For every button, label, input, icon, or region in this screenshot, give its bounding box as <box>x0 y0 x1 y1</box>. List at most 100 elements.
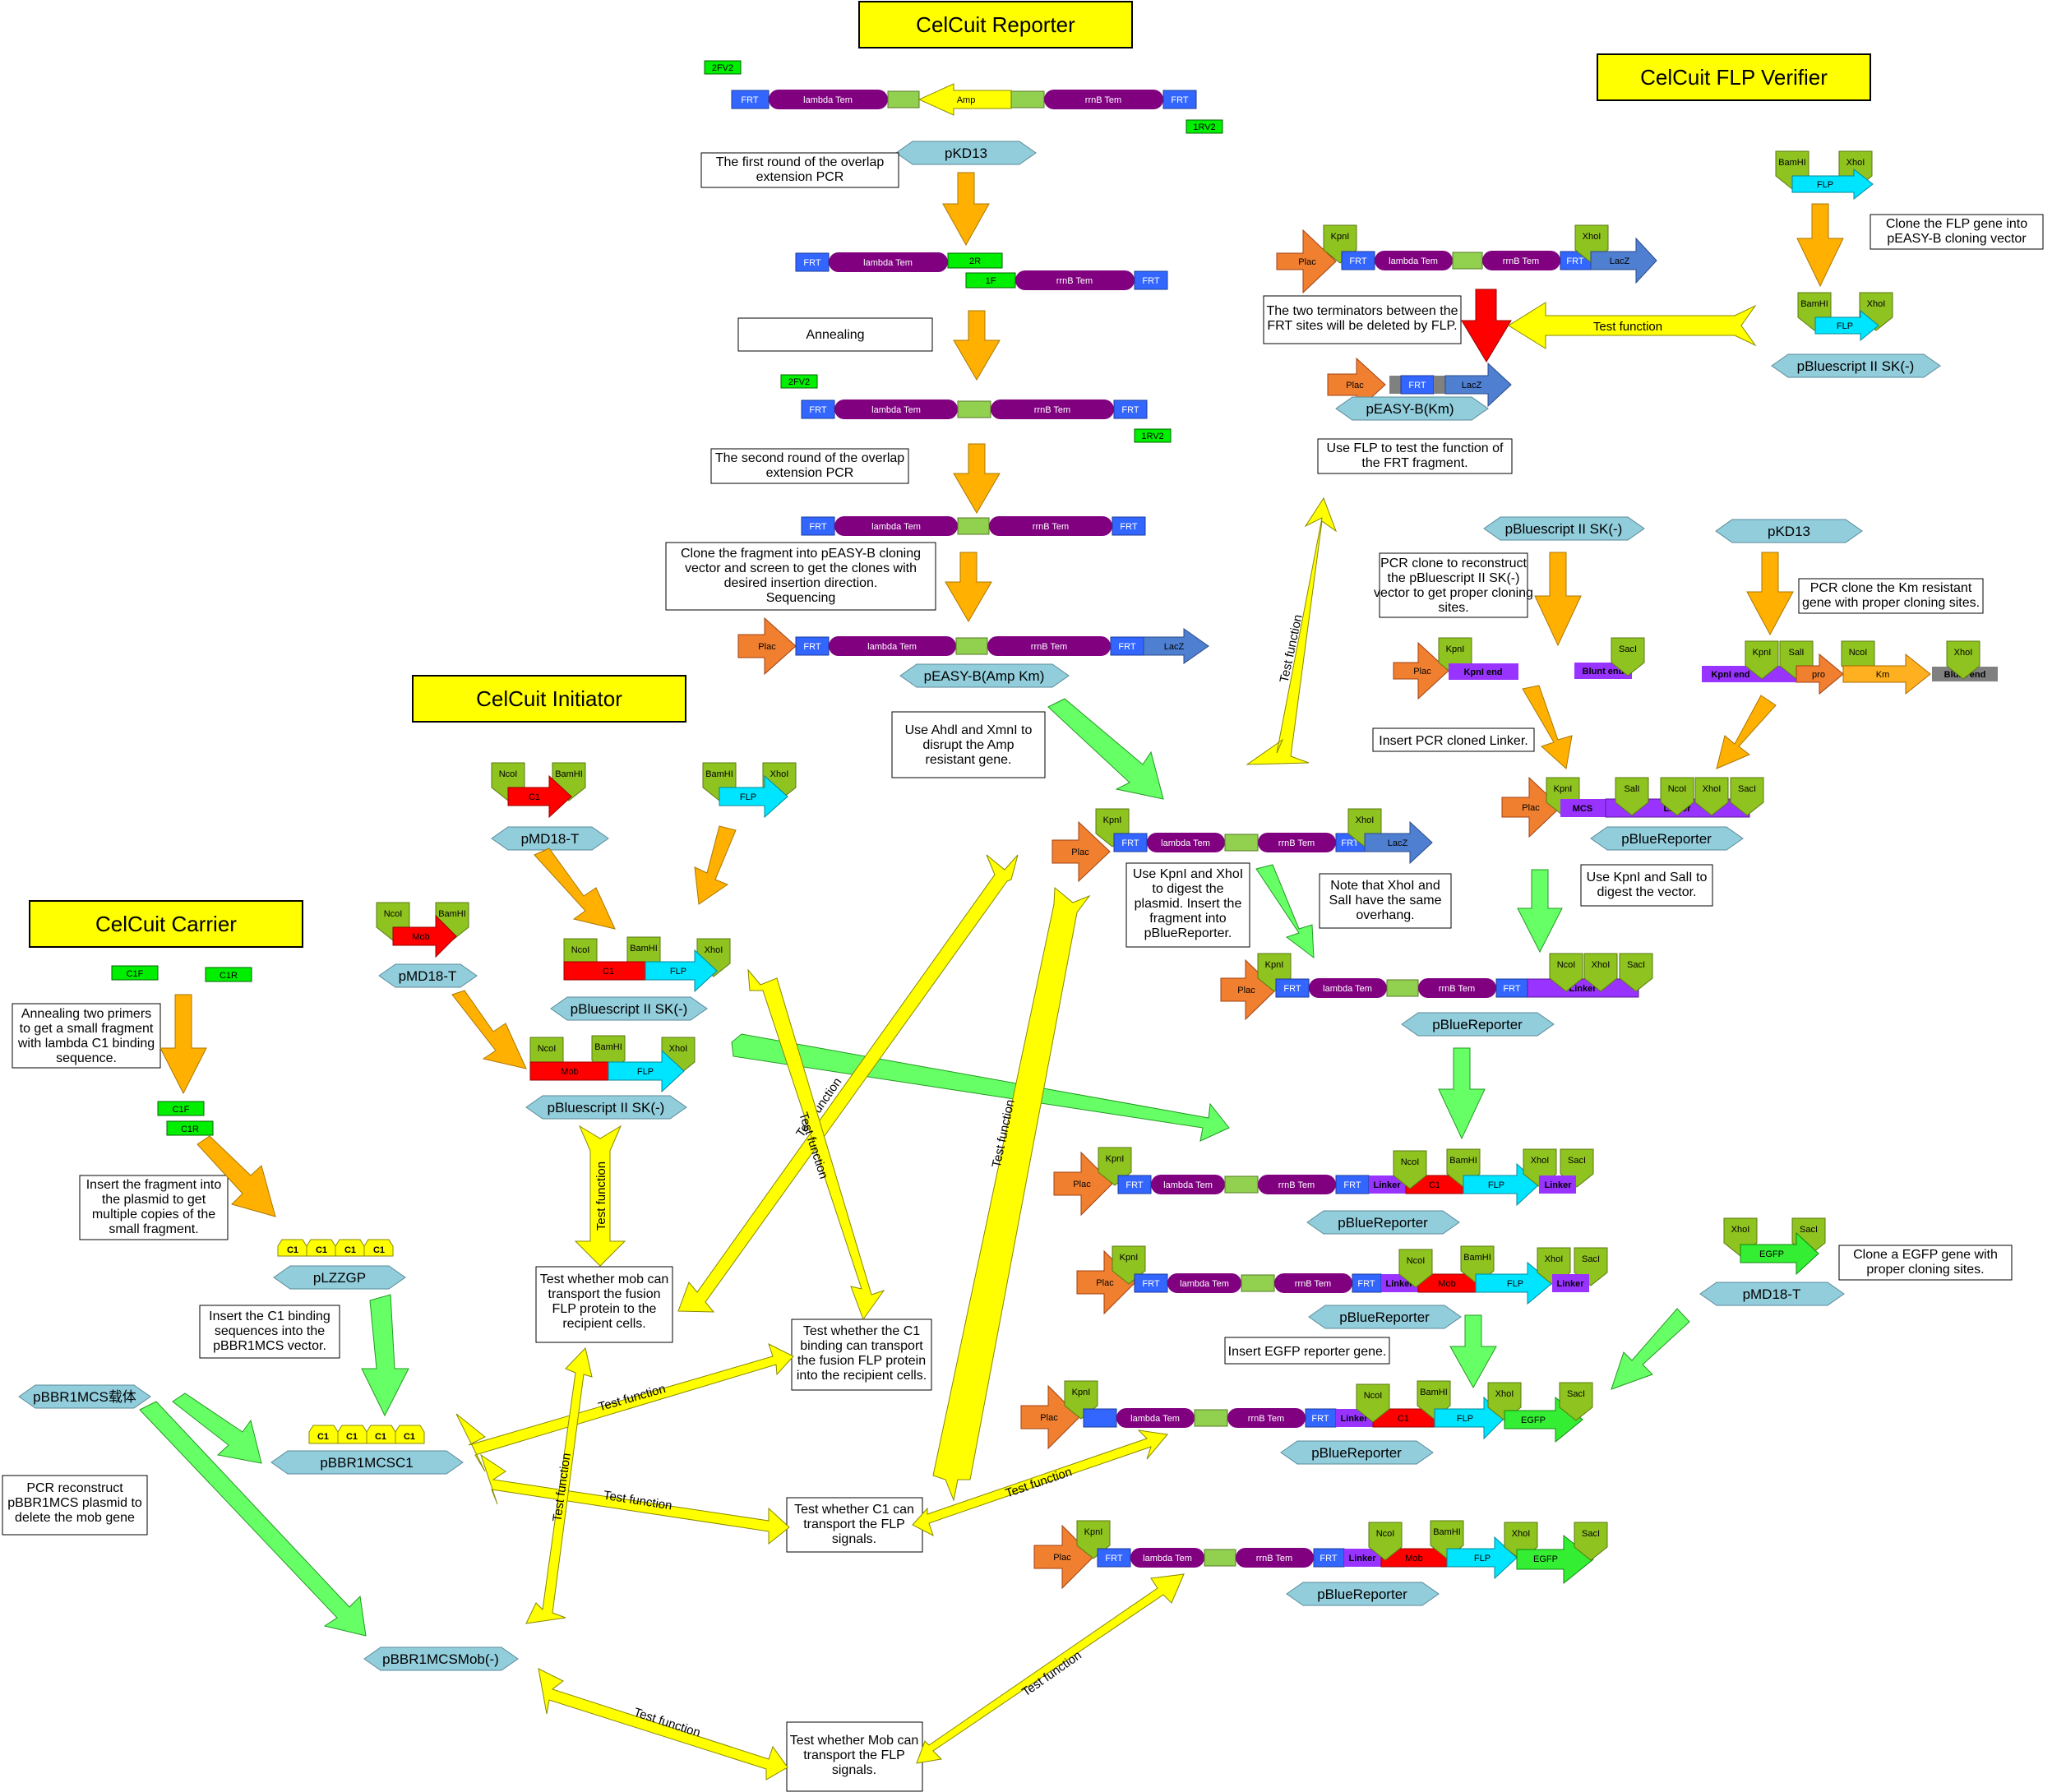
construct-pmd18t-c1: NcoI BamHI C1 <box>491 762 586 819</box>
svg-text:LacZ: LacZ <box>1462 381 1482 390</box>
arrow-green-ahdl <box>1047 698 1164 800</box>
construct-pmd18t-mob: NcoI BamHI Mob <box>376 902 469 958</box>
svg-text:NcoI: NcoI <box>1849 648 1868 658</box>
svg-text:Amp: Amp <box>957 95 976 105</box>
vector-pbluereporter-4: pBlueReporter <box>1308 1305 1462 1329</box>
vector-pkd13-right: pKD13 <box>1715 519 1863 543</box>
arrow-green-reporter-2 <box>1438 1047 1486 1140</box>
construct-frt-test: Plac KpnI FRT lambda Tem rrnB Tem FRT Xh… <box>1276 224 1657 294</box>
svg-text:KpnI: KpnI <box>1753 648 1772 658</box>
construct-pbluereporter-c1-flp: Plac KpnI FRT lambda Tem rrnB Tem FRT Li… <box>1053 1147 1594 1217</box>
svg-text:Test function: Test function <box>550 1452 574 1522</box>
svg-text:FRT: FRT <box>1105 1554 1122 1563</box>
svg-text:2R: 2R <box>969 256 981 266</box>
construct-c1-repeats-pbbr: C1 C1 C1 C1 <box>308 1425 425 1444</box>
construct-annealed: 2FV2 FRT lambda Tem rrnB Tem FRT 1RV2 <box>780 374 1172 443</box>
svg-text:CelCuit Reporter: CelCuit Reporter <box>916 12 1075 37</box>
svg-text:XhoI: XhoI <box>1356 815 1375 825</box>
svg-text:FRT: FRT <box>1357 1279 1375 1289</box>
vector-pbbr1mcsmob: pBBR1MCSMob(-) <box>363 1647 519 1671</box>
svg-text:Plac: Plac <box>1237 986 1255 995</box>
svg-text:BamHI: BamHI <box>705 769 733 779</box>
svg-text:lambda Tem: lambda Tem <box>1163 1180 1213 1190</box>
svg-text:FRT: FRT <box>1343 1180 1361 1190</box>
arrow-green-sall <box>1517 869 1563 954</box>
svg-text:LacZ: LacZ <box>1610 256 1630 266</box>
svg-text:Test function: Test function <box>1593 320 1662 334</box>
svg-text:Linker: Linker <box>1348 1554 1376 1563</box>
svg-text:XhoI: XhoI <box>1583 232 1601 242</box>
svg-text:FRT: FRT <box>1341 838 1358 848</box>
note-annealing: Annealing <box>737 317 933 352</box>
svg-text:pMD18-T: pMD18-T <box>399 968 457 984</box>
vector-pbbr1mcsc1: pBBR1MCSC1 <box>270 1450 464 1475</box>
svg-text:XhoI: XhoI <box>669 1044 688 1054</box>
svg-text:FRT: FRT <box>1118 642 1135 652</box>
svg-text:FRT: FRT <box>809 405 826 415</box>
svg-text:XhoI: XhoI <box>770 769 789 779</box>
svg-text:lambda Tem: lambda Tem <box>1323 984 1372 994</box>
svg-text:rrnB Tem: rrnB Tem <box>1248 1414 1284 1424</box>
svg-text:pro: pro <box>1812 670 1825 680</box>
svg-text:EGFP: EGFP <box>1759 1249 1784 1259</box>
arrow-red-flp <box>1461 289 1512 363</box>
construct-pbluescript-mob-flp: NcoI BamHI XhoI Mob FLP <box>529 1035 696 1093</box>
svg-text:Insert PCR cloned Linker.: Insert PCR cloned Linker. <box>1379 734 1528 748</box>
svg-text:SacI: SacI <box>1800 1225 1818 1235</box>
svg-text:1RV2: 1RV2 <box>1193 122 1215 132</box>
svg-text:BamHI: BamHI <box>1778 158 1806 168</box>
svg-text:Mob: Mob <box>412 932 429 942</box>
title-initiator: CelCuit Initiator <box>412 675 686 723</box>
svg-text:KpnI: KpnI <box>1072 1388 1091 1397</box>
construct-frt-deleted: Plac FRT LacZ <box>1327 357 1512 413</box>
svg-text:FRT: FRT <box>1121 838 1139 848</box>
arrow-orange-c1 <box>534 848 616 930</box>
svg-text:rrnB Tem: rrnB Tem <box>1278 838 1315 848</box>
construct-pbluescript-flp-initiator: BamHI XhoI FLP <box>702 762 797 819</box>
svg-text:KpnI end: KpnI end <box>1711 670 1749 680</box>
svg-text:FRT: FRT <box>1125 1180 1143 1190</box>
svg-text:NcoI: NcoI <box>1401 1157 1420 1167</box>
vector-pkd13-top: pKD13 <box>895 141 1037 165</box>
svg-text:BamHI: BamHI <box>555 769 583 779</box>
svg-text:XhoI: XhoI <box>1531 1156 1550 1166</box>
svg-text:FRT: FRT <box>1566 256 1583 266</box>
svg-text:C1F: C1F <box>127 969 144 979</box>
svg-text:FLP: FLP <box>1817 180 1833 190</box>
svg-text:NcoI: NcoI <box>384 909 403 919</box>
arrow-orange-3 <box>953 443 1001 514</box>
svg-text:MCS: MCS <box>1573 804 1592 814</box>
construct-pbluereporter-mcs: Plac KpnI MCS Linker SalI NcoI XhoI SacI <box>1501 776 1764 838</box>
svg-text:BamHI: BamHI <box>1463 1253 1491 1263</box>
vector-pbluereporter-3: pBlueReporter <box>1306 1210 1460 1235</box>
svg-text:Linker: Linker <box>1340 1414 1368 1424</box>
svg-text:lambda Tem: lambda Tem <box>1130 1414 1180 1424</box>
arrow-test-function-mob-signal-right: Test function <box>916 1573 1185 1764</box>
arrow-green-insert-c1 <box>361 1294 409 1417</box>
vector-pbluereporter-5: pBlueReporter <box>1280 1440 1434 1465</box>
construct-c1-primers: C1F C1R <box>111 965 252 982</box>
svg-text:Test function: Test function <box>594 1162 608 1231</box>
svg-text:Blunt end: Blunt end <box>1583 667 1625 677</box>
svg-text:C1: C1 <box>529 792 540 802</box>
arrow-orange-flp <box>1796 203 1844 288</box>
svg-text:Plac: Plac <box>1096 1278 1114 1288</box>
vector-pbluescript-flp: pBluescript II SK(-) <box>1771 353 1941 378</box>
svg-text:rrnB Tem: rrnB Tem <box>1033 522 1069 532</box>
svg-text:Plac: Plac <box>1040 1413 1058 1423</box>
construct-pbluereporter-mob-flp: Plac KpnI FRT lambda Tem rrnB Tem FRT Li… <box>1076 1245 1608 1315</box>
svg-text:rrnB Tem: rrnB Tem <box>1056 276 1093 286</box>
svg-text:pEASY-B(Amp Km): pEASY-B(Amp Km) <box>924 668 1045 684</box>
